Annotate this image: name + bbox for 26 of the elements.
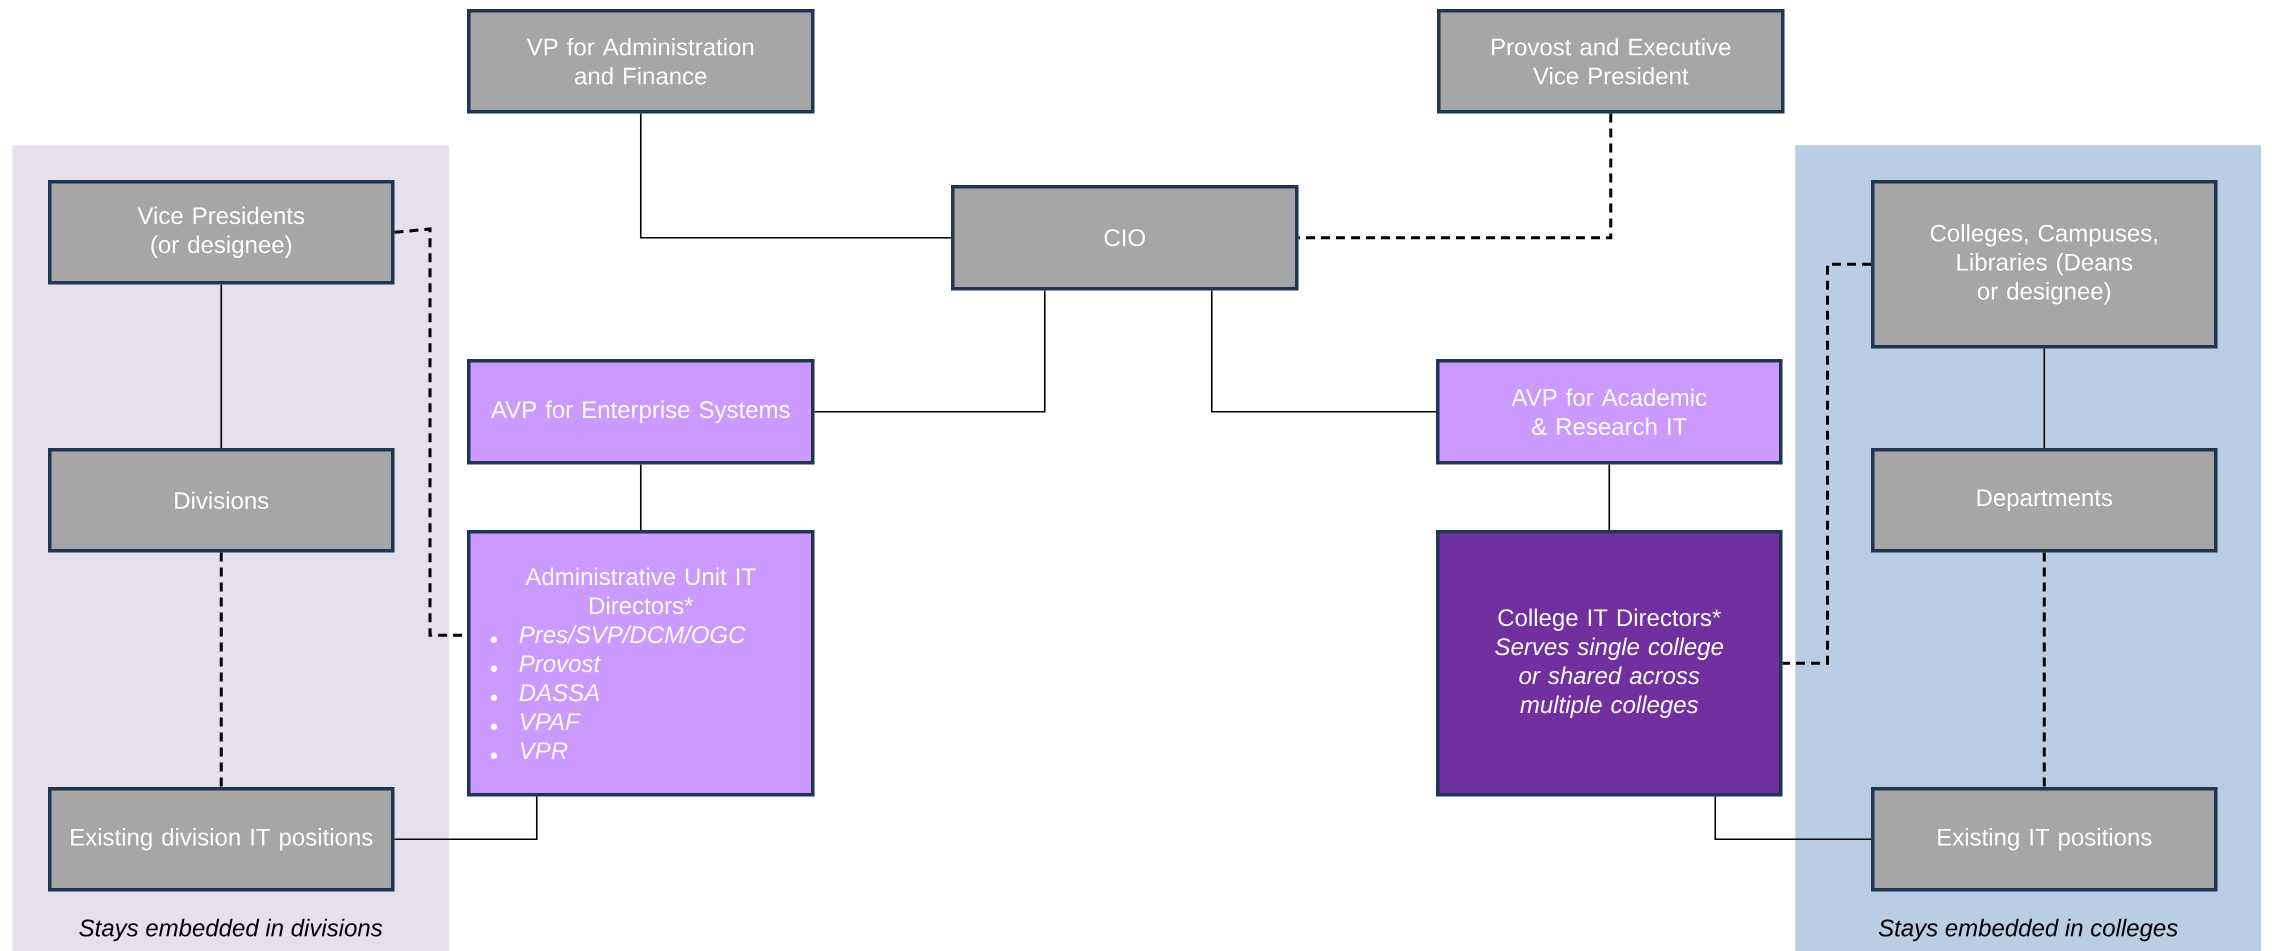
connector-line — [1210, 289, 1437, 413]
connector-line — [639, 463, 642, 531]
org-box: Divisions — [48, 448, 395, 553]
org-box: College IT Directors* Serves single college or shared across multiple colleges — [1436, 530, 1783, 797]
org-box: AVP for Academic & Research IT — [1436, 359, 1783, 465]
connector-line — [2043, 347, 2046, 449]
org-box: Existing IT positions — [1871, 787, 2218, 892]
connector-line — [220, 283, 223, 449]
org-box: Departments — [1871, 448, 2218, 553]
org-box: AVP for Enterprise Systems — [467, 359, 815, 465]
org-box: Administrative Unit IT Directors* Pres/SVP/DCM/OGC Provost DASSA VPAF VPR — [467, 530, 815, 797]
connector-line — [393, 795, 538, 841]
org-box: VP for Administration and Finance — [467, 9, 815, 114]
dashed-connector — [1782, 262, 1871, 665]
connector-line — [1608, 463, 1611, 531]
org-box: Vice Presidents (or designee) — [48, 180, 395, 285]
org-box: Colleges, Campuses, Libraries (Deans or designee) — [1871, 180, 2218, 349]
org-box: Existing division IT positions — [48, 787, 395, 892]
org-box: CIO — [951, 185, 1299, 291]
connector-line — [639, 112, 952, 239]
dashed-connector — [1298, 113, 1613, 240]
connector-line — [1714, 795, 1872, 841]
connector-line — [813, 289, 1046, 413]
dashed-connector — [2042, 552, 2046, 787]
org-box: Provost and Executive Vice President — [1437, 9, 1785, 114]
dashed-connector — [219, 552, 223, 787]
